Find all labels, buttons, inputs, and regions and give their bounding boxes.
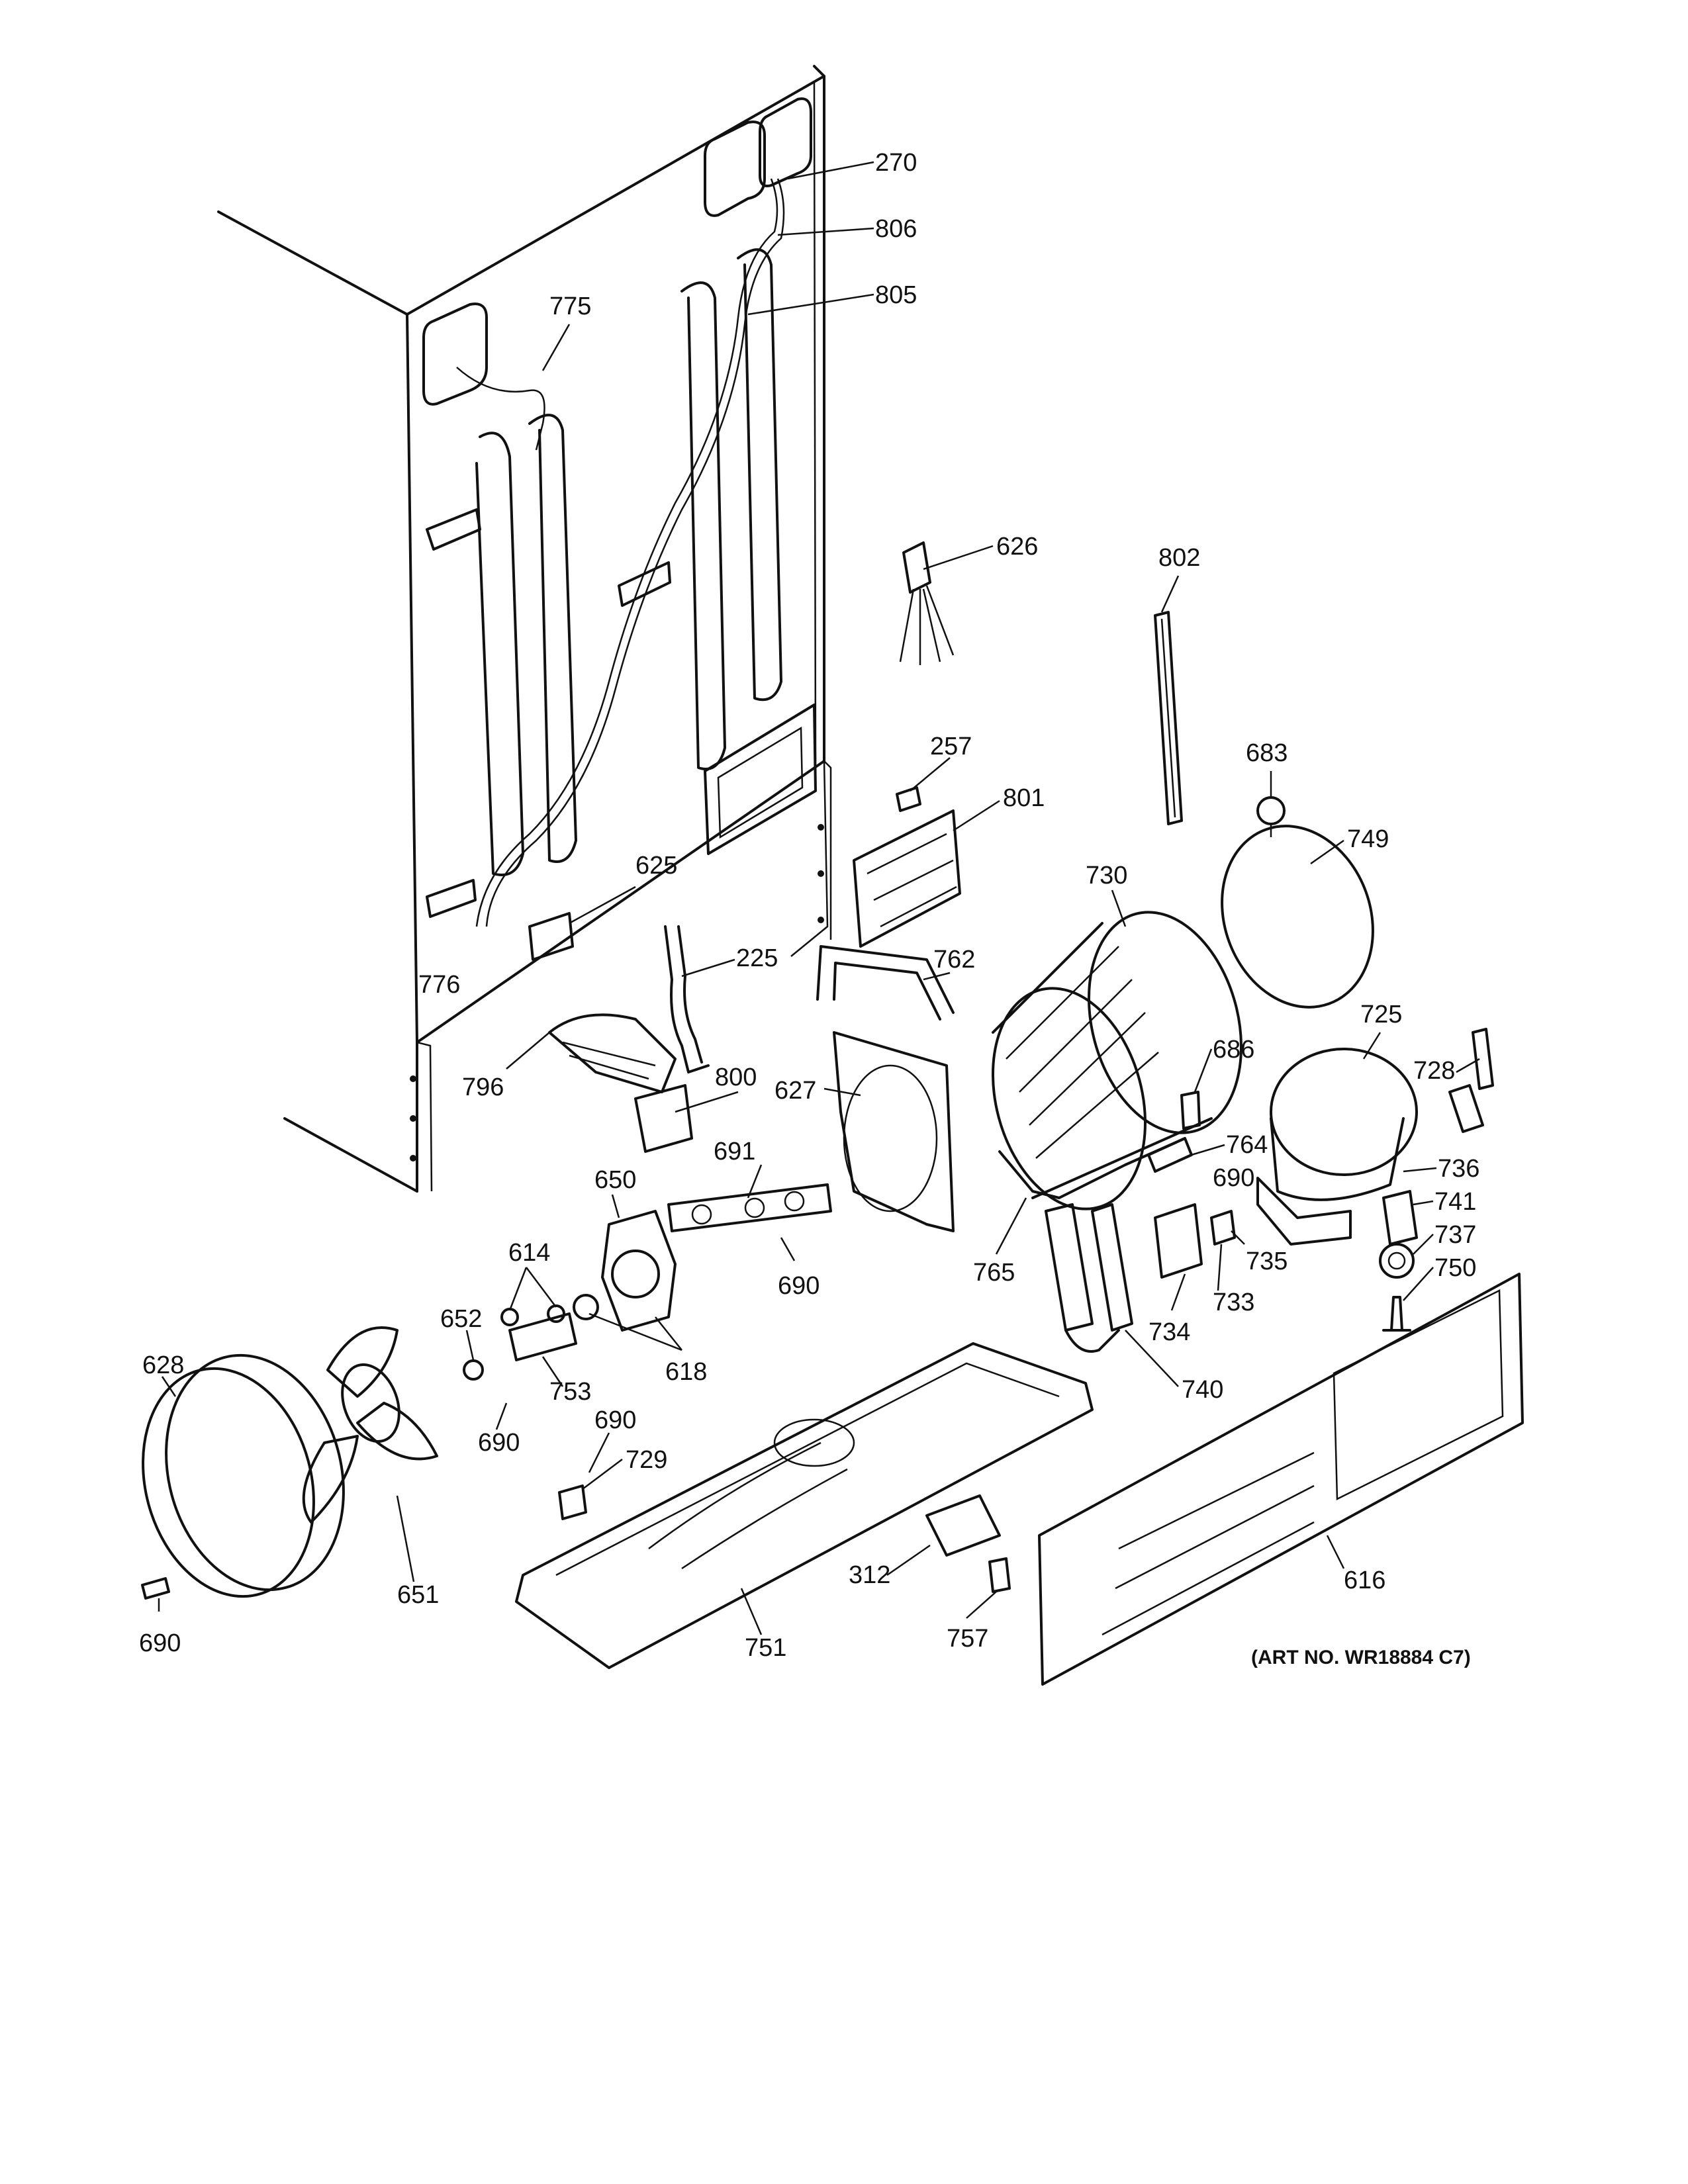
callout-650: 650: [594, 1166, 636, 1194]
callout-270: 270: [875, 149, 917, 177]
cap-tube-765: [998, 1137, 1186, 1199]
callout-796: 796: [462, 1073, 504, 1101]
callout-652: 652: [440, 1305, 482, 1333]
callout-691: 691: [714, 1138, 755, 1165]
callout-805: 805: [875, 281, 917, 309]
bracket-691: [667, 1183, 832, 1232]
callout-741: 741: [1434, 1188, 1476, 1216]
callout-730: 730: [1086, 862, 1127, 889]
baffle-627: [833, 1031, 955, 1232]
callout-683: 683: [1246, 739, 1288, 767]
callout-616: 616: [1344, 1567, 1385, 1594]
standoff-257: [896, 786, 921, 812]
callout-734: 734: [1149, 1318, 1190, 1346]
callout-750: 750: [1434, 1254, 1476, 1282]
shroud-749: [1221, 825, 1374, 1009]
callout-728: 728: [1413, 1057, 1455, 1085]
bolt-750: [1382, 1296, 1411, 1332]
relay-733: [1210, 1210, 1236, 1246]
bracket-312: [925, 1494, 1001, 1557]
capacitor-626: [899, 541, 955, 665]
callout-257: 257: [930, 733, 972, 760]
callout-735: 735: [1246, 1248, 1288, 1275]
callout-764: 764: [1226, 1131, 1268, 1159]
leader-lines: [158, 161, 1480, 1635]
callout-614: 614: [508, 1239, 550, 1267]
clip-729: [558, 1484, 587, 1520]
drain-tube-225: [664, 925, 710, 1073]
overload-734: [1154, 1203, 1203, 1279]
callout-801: 801: [1003, 784, 1045, 812]
callout-690-c: 690: [478, 1429, 520, 1457]
screw-757: [988, 1557, 1011, 1593]
screw-686: [1180, 1091, 1201, 1130]
control-board-801: [853, 809, 961, 948]
compressor-725: [1256, 1048, 1418, 1246]
callout-686: 686: [1213, 1036, 1254, 1064]
callout-225: 225: [736, 944, 778, 972]
callout-762: 762: [933, 946, 975, 974]
fan-blade-651: [302, 1326, 438, 1524]
nut-652: [463, 1359, 484, 1381]
grommet-737: [1379, 1243, 1415, 1279]
fan-motor-650: [601, 1210, 677, 1332]
relay-assembly-800: [548, 1013, 693, 1153]
callout-765: 765: [973, 1259, 1015, 1287]
callout-labels: 270 806 805 775 626 802 257 801 683 749 …: [139, 149, 1479, 1662]
callout-628: 628: [142, 1351, 184, 1379]
callout-776: 776: [418, 971, 460, 999]
callout-690-a: 690: [1213, 1164, 1254, 1192]
callout-740: 740: [1182, 1376, 1223, 1404]
tube-728: [1448, 1028, 1494, 1133]
callout-757: 757: [947, 1625, 988, 1653]
callout-725: 725: [1360, 1001, 1402, 1028]
cabinet-back-panel: [217, 65, 832, 1193]
filter-drier-740: [1045, 1203, 1133, 1353]
callout-800: 800: [715, 1064, 757, 1091]
base-pan-751: [515, 1342, 1094, 1669]
condenser-coil-730: [991, 911, 1243, 1210]
callout-749: 749: [1347, 825, 1389, 853]
callout-626: 626: [996, 533, 1038, 561]
callout-751: 751: [745, 1634, 786, 1662]
callout-736: 736: [1438, 1155, 1479, 1183]
dryer-741: [1382, 1190, 1418, 1246]
callout-690-e: 690: [139, 1629, 181, 1657]
art-number-label: (ART NO. WR18884 C7): [1251, 1647, 1471, 1668]
callout-651: 651: [397, 1581, 439, 1609]
tube-762: [816, 945, 955, 1021]
callout-775: 775: [549, 293, 591, 320]
callout-753: 753: [549, 1378, 591, 1406]
screw-690: [141, 1577, 170, 1600]
callout-690-d: 690: [594, 1406, 636, 1434]
callout-625: 625: [635, 852, 677, 880]
callout-729: 729: [626, 1446, 667, 1474]
callout-802: 802: [1158, 544, 1200, 572]
callout-312: 312: [849, 1561, 890, 1589]
callout-627: 627: [774, 1077, 816, 1105]
shroud-628: [142, 1353, 345, 1598]
callout-690-b: 690: [778, 1272, 820, 1300]
bracket-753: [508, 1312, 577, 1361]
harness-802: [1154, 611, 1183, 825]
callout-733: 733: [1213, 1289, 1254, 1316]
callout-737: 737: [1434, 1221, 1476, 1249]
callout-806: 806: [875, 215, 917, 243]
callout-618: 618: [665, 1358, 707, 1386]
grille-616: [1038, 1273, 1524, 1686]
grommet-618: [573, 1294, 599, 1320]
